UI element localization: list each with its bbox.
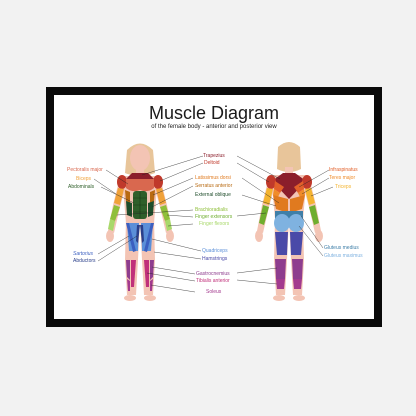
front-brachioradialis-left bbox=[110, 205, 120, 221]
back-hamstrings-right bbox=[290, 232, 303, 255]
front-tibialis-right bbox=[144, 260, 149, 287]
label-quadriceps: Quadriceps bbox=[202, 248, 228, 254]
back-hand-left bbox=[255, 230, 263, 242]
label-gluteus-medius: Gluteus medius bbox=[324, 245, 359, 251]
label-finger-flexors: Finger flexors bbox=[199, 221, 230, 227]
label-deltoid: Deltoid bbox=[204, 160, 220, 166]
front-biceps-right bbox=[156, 188, 166, 205]
label-triceps: Triceps bbox=[335, 184, 352, 190]
label-finger-extensors: Finger extensors bbox=[195, 214, 233, 220]
front-deltoid-right bbox=[153, 175, 163, 189]
front-gastrocnemius-right bbox=[150, 260, 154, 280]
back-deltoid-left bbox=[266, 175, 276, 189]
back-finger-extensors-right bbox=[309, 205, 319, 225]
front-hand-left bbox=[106, 230, 114, 242]
back-soleus-left bbox=[276, 279, 285, 289]
poster-title: Muscle Diagram bbox=[148, 103, 280, 123]
label-gastrocnemius: Gastrocnemius bbox=[196, 271, 230, 277]
front-abductors-left bbox=[136, 225, 140, 243]
back-latissimus-left bbox=[273, 195, 288, 213]
back-neck bbox=[285, 167, 293, 175]
front-gastrocnemius-left bbox=[126, 260, 130, 280]
label-teres-major: Teres major bbox=[329, 175, 356, 181]
front-brachioradialis-right bbox=[160, 205, 170, 221]
front-finger-flexors-right bbox=[165, 219, 172, 231]
front-head bbox=[130, 145, 150, 171]
front-abductors-right bbox=[140, 225, 144, 243]
front-finger-flexors-left bbox=[108, 219, 115, 231]
label-infraspinatus: Infraspinatus bbox=[329, 167, 358, 173]
back-hamstrings-left bbox=[275, 232, 288, 255]
anatomy-illustration bbox=[93, 142, 334, 301]
back-infraspinatus-left bbox=[274, 181, 284, 193]
leader-lines bbox=[93, 155, 334, 293]
label-serratus-anterior: Serratus anterior bbox=[195, 183, 233, 189]
front-serratus-right bbox=[150, 190, 155, 203]
front-sartorius-right bbox=[144, 223, 154, 252]
label-abdominals: Abdominals bbox=[68, 184, 95, 190]
front-serratus-left bbox=[125, 190, 130, 203]
label-abductors: Abductors bbox=[73, 258, 96, 264]
poster-subtitle: of the female body - anterior and poster… bbox=[151, 124, 277, 130]
front-foot-left bbox=[124, 295, 136, 301]
back-deltoid-right bbox=[302, 175, 312, 189]
label-latissimus-dorsi: Latissimus dorsi bbox=[195, 175, 231, 181]
front-pectoralis-right bbox=[140, 179, 154, 192]
label-hamstrings: Hamstrings bbox=[202, 256, 228, 262]
back-teres-left bbox=[273, 189, 280, 197]
poster: Muscle Diagram of the female body - ante… bbox=[54, 95, 374, 319]
back-finger-extensors-left bbox=[259, 205, 269, 225]
front-oblique-left bbox=[126, 201, 132, 217]
label-trapezius: Trapezius bbox=[203, 153, 225, 159]
front-neck bbox=[136, 168, 144, 176]
label-external-oblique: External oblique bbox=[195, 192, 231, 198]
back-gastrocnemius-left bbox=[275, 259, 286, 279]
front-figure bbox=[106, 143, 174, 301]
label-gluteus-maximus: Gluteus maximus bbox=[324, 253, 363, 259]
back-teres-right bbox=[298, 189, 305, 197]
front-pectoralis-left bbox=[126, 179, 140, 192]
front-foot-right bbox=[144, 295, 156, 301]
label-brachioradialis: Brachioradialis bbox=[195, 207, 228, 213]
front-tibialis-left bbox=[131, 260, 136, 287]
front-biceps-left bbox=[114, 188, 124, 205]
back-soleus-right bbox=[293, 279, 302, 289]
back-figure bbox=[255, 142, 323, 301]
back-latissimus-right bbox=[290, 195, 305, 213]
back-gastrocnemius-right bbox=[292, 259, 303, 279]
label-soleus: Soleus bbox=[206, 289, 222, 295]
back-gluteus-maximus-left bbox=[274, 214, 290, 232]
back-foot-left bbox=[273, 295, 285, 301]
label-tibialis-anterior: Tibialis anterior bbox=[196, 278, 230, 284]
back-foot-right bbox=[293, 295, 305, 301]
label-biceps: Biceps bbox=[76, 176, 92, 182]
back-hand-right bbox=[315, 230, 323, 242]
back-triceps-right bbox=[305, 188, 315, 205]
label-pectoralis-major: Pectoralis major bbox=[67, 167, 103, 173]
back-triceps-left bbox=[263, 188, 273, 205]
front-hand-right bbox=[166, 230, 174, 242]
back-head bbox=[279, 143, 299, 169]
front-deltoid-left bbox=[117, 175, 127, 189]
label-sartorius: Sartorius bbox=[73, 251, 94, 257]
back-trapezius bbox=[272, 173, 306, 199]
front-trapezius bbox=[126, 173, 154, 179]
front-soleus-left bbox=[127, 279, 130, 291]
front-sartorius-left bbox=[126, 223, 136, 252]
